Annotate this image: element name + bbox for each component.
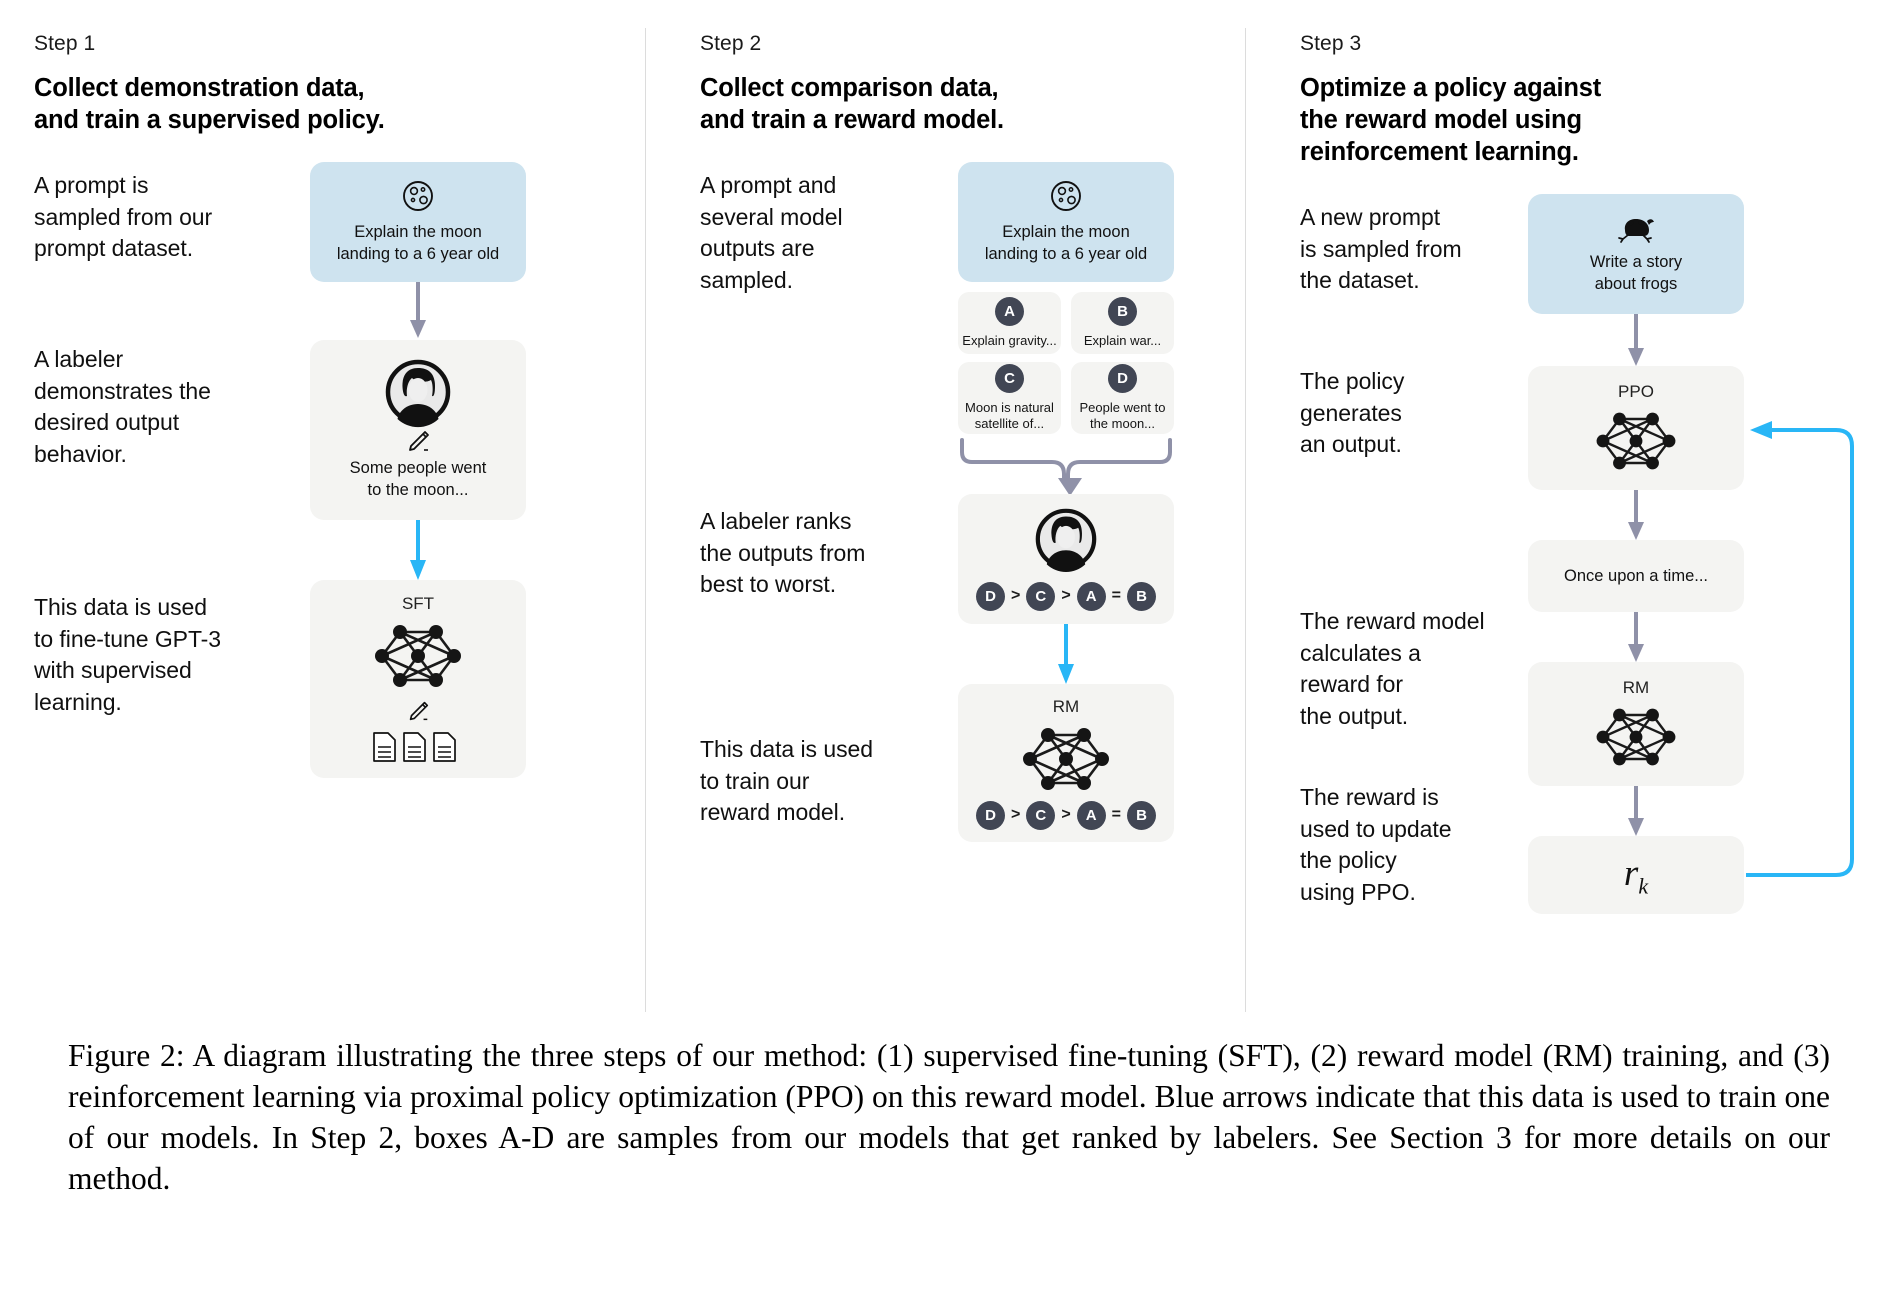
step-3-rm-label: RM [1622, 678, 1650, 698]
step-2-rm-ranking-row: D > C > A = B [975, 800, 1157, 830]
arrow-gray-2 [1628, 314, 1644, 367]
pencil-icon [405, 698, 431, 724]
step-1-sft-label: SFT [401, 594, 435, 614]
rm-rank-op-3: = [1111, 806, 1122, 824]
arrow-brace-converge [960, 438, 1172, 497]
rm-rank-op-2: > [1061, 806, 1071, 824]
step-3-ppo-label: PPO [1618, 382, 1654, 402]
step-1-sft-card[interactable]: SFT [310, 580, 526, 779]
step-2-prompt-text: Explain the moon landing to a 6 year old [984, 223, 1148, 264]
step-2-sample-a[interactable]: A Explain gravity... [958, 292, 1061, 355]
step-1-label: Step 1 [34, 32, 96, 55]
pencil-icon [404, 427, 432, 455]
step-2-label: Step 2 [700, 32, 762, 55]
arrow-gray-4 [1628, 612, 1644, 663]
step-2-rm-card[interactable]: RM [958, 684, 1174, 843]
step-2-desc-1: A prompt and several model outputs are s… [700, 172, 843, 293]
arrow-gray-5 [1628, 786, 1644, 837]
rank-op-1: > [1010, 587, 1021, 605]
step-2-sample-a-text: Explain gravity... [962, 333, 1057, 349]
step-1-desc-1: A prompt is sampled from our prompt data… [34, 172, 213, 262]
labeler-avatar-icon [385, 359, 451, 428]
step-1-desc-2: A labeler demonstrates the desired outpu… [34, 346, 211, 467]
step-3-desc-4: The reward is used to update the policy … [1300, 784, 1452, 905]
documents-icon [370, 730, 466, 764]
figure-caption: Figure 2: A diagram illustrating the thr… [68, 1038, 1830, 1196]
step-2-body: A prompt and several model outputs are s… [700, 162, 1211, 1012]
rm-rank-badge-4: B [1127, 800, 1157, 830]
step-2-sample-b-text: Explain war... [1083, 333, 1162, 349]
step-3-title: Optimize a policy against the reward mod… [1300, 74, 1602, 167]
rank-op-3: = [1111, 587, 1122, 605]
badge-b: B [1108, 297, 1137, 327]
step-2-title: Collect comparison data, and train a rew… [700, 74, 1004, 135]
step-2-sample-c-text: Moon is natural satellite of... [965, 400, 1054, 432]
rank-badge-2: C [1026, 581, 1056, 611]
step-2-desc-2: A labeler ranks the outputs from best to… [700, 508, 866, 598]
diagram: Step 1 Collect demonstration data, and t… [0, 28, 1890, 1012]
step-3-output-card[interactable]: Once upon a time... [1528, 540, 1744, 613]
step-1-desc-3: This data is used to fine-tune GPT-3 wit… [34, 594, 222, 715]
step-1-body: A prompt is sampled from our prompt data… [34, 162, 611, 1012]
step-3-desc-2: The policy generates an output. [1300, 368, 1405, 458]
reward-symbol: rk [1623, 852, 1649, 899]
step-2-desc-3: This data is used to train our reward mo… [700, 736, 874, 826]
step-1-labeler-text: Some people went to the moon... [349, 459, 487, 500]
step-3-desc-1: A new prompt is sampled from the dataset… [1300, 204, 1462, 294]
frog-icon [1616, 213, 1656, 244]
rm-rank-op-1: > [1010, 806, 1021, 824]
arrow-gray-1 [410, 282, 426, 339]
neural-network-icon [1591, 408, 1681, 474]
arrow-gray-3 [1628, 490, 1644, 541]
step-3-body: A new prompt is sampled from the dataset… [1300, 194, 1856, 1012]
step-1-title: Collect demonstration data, and train a … [34, 74, 385, 135]
arrow-blue-1 [410, 520, 426, 581]
step-3-ppo-card[interactable]: PPO [1528, 366, 1744, 491]
step-3-output-text: Once upon a time... [1564, 567, 1708, 586]
rm-rank-badge-3: A [1076, 800, 1106, 830]
step-2-rm-label: RM [1052, 696, 1080, 716]
step-3-prompt-text: Write a story about frogs [1589, 253, 1683, 294]
step-3-rm-card[interactable]: RM [1528, 662, 1744, 787]
neural-network-icon [370, 620, 466, 692]
step-2-sample-b[interactable]: B Explain war... [1071, 292, 1174, 355]
rm-rank-badge-2: C [1026, 800, 1056, 830]
step-2-ranker-card[interactable]: D > C > A = B [958, 494, 1174, 625]
rank-badge-1: D [975, 581, 1005, 611]
step-3-desc-3: The reward model calculates a reward for… [1300, 608, 1485, 729]
step-1-labeler-card[interactable]: Some people went to the moon... [310, 340, 526, 521]
badge-d: D [1108, 364, 1137, 393]
rank-op-2: > [1061, 587, 1071, 605]
neural-network-icon [1591, 704, 1681, 770]
step-2-sample-d[interactable]: D People went to the moon... [1071, 362, 1174, 435]
badge-c: C [995, 364, 1024, 393]
step-3-column: Step 3 Optimize a policy against the rew… [1245, 28, 1890, 1012]
step-1-prompt-text: Explain the moon landing to a 6 year old [336, 223, 500, 264]
step-2-column: Step 2 Collect comparison data, and trai… [645, 28, 1245, 1012]
step-2-sample-c[interactable]: C Moon is natural satellite of... [958, 362, 1061, 435]
rank-badge-4: B [1127, 581, 1157, 611]
rm-rank-badge-1: D [975, 800, 1005, 830]
rank-badge-3: A [1076, 581, 1106, 611]
arrow-blue-2 [1058, 624, 1074, 685]
step-3-reward-card[interactable]: rk [1528, 836, 1744, 915]
step-3-prompt-card[interactable]: Write a story about frogs [1528, 194, 1744, 315]
moon-icon [401, 179, 435, 213]
step-2-prompt-card[interactable]: Explain the moon landing to a 6 year old [958, 162, 1174, 283]
step-2-sample-d-text: People went to the moon... [1079, 400, 1166, 432]
feedback-loop-arrow [1746, 421, 1854, 878]
step-3-label: Step 3 [1300, 32, 1362, 55]
step-2-ranking-row: D > C > A = B [975, 581, 1157, 611]
neural-network-icon [1018, 723, 1114, 795]
moon-icon [1049, 179, 1083, 213]
labeler-avatar-icon [1035, 508, 1097, 572]
step-1-prompt-card[interactable]: Explain the moon landing to a 6 year old [310, 162, 526, 283]
badge-a: A [995, 297, 1024, 327]
step-1-column: Step 1 Collect demonstration data, and t… [0, 28, 645, 1012]
